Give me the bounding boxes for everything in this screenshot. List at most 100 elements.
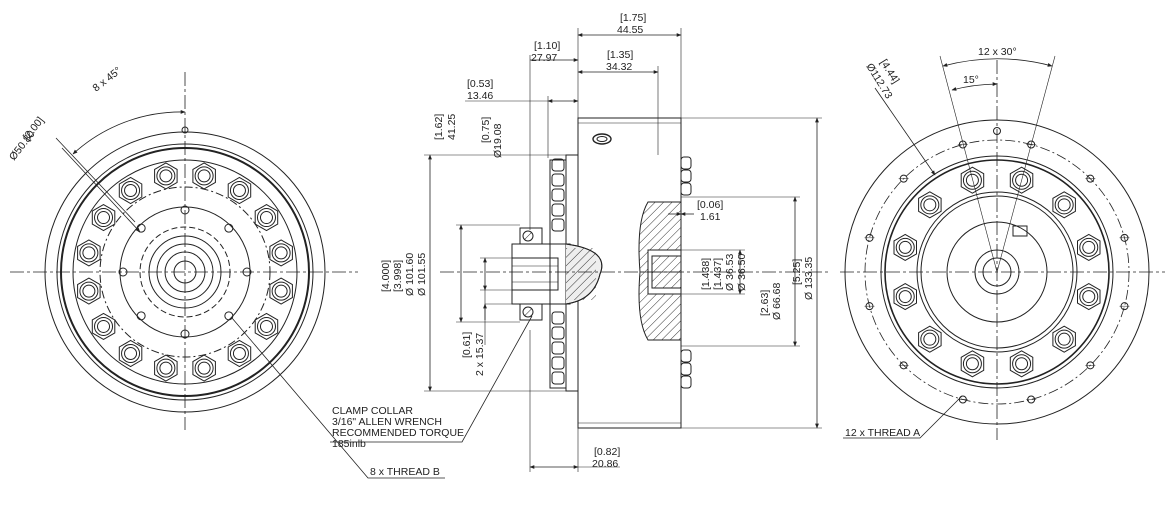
pilot-inch-min: [3.998] (392, 260, 404, 292)
bolt-head-icon (1052, 191, 1076, 219)
pilot-inch-max: [4.000] (380, 260, 392, 292)
bore-mm: Ø19.08 (492, 123, 504, 158)
bolt-circle-icon (229, 343, 249, 363)
right-thread-holes (864, 140, 1130, 404)
left-front-view (10, 72, 445, 479)
bolt-circle-icon (1054, 195, 1074, 215)
bolt-socket-icon (97, 211, 111, 225)
bolt-socket-icon (259, 211, 273, 225)
bolt-head-icon (227, 176, 252, 205)
bolt-socket-icon (1082, 290, 1096, 304)
inner-inch-min: [1.437] (712, 258, 724, 290)
bolt-head-icon (893, 283, 917, 311)
bolt-socket-icon (274, 284, 288, 298)
right-bolt-ring (893, 166, 1101, 378)
bolt-socket-icon (197, 361, 211, 375)
bolt-circle-icon (94, 208, 114, 228)
offset-angle: 15° (963, 74, 979, 86)
thread-hole-icon (136, 223, 146, 233)
clamp-note-line-2: 3/16" ALLEN WRENCH (332, 416, 442, 428)
bolt-circle-icon (962, 354, 982, 374)
bolt-socket-icon (923, 332, 937, 346)
bolt-head-icon (960, 166, 985, 194)
bolt-head-side-icon (680, 182, 692, 196)
bolt-circle-icon (194, 358, 214, 378)
bolt-socket-icon (898, 290, 912, 304)
overall-inch: [1.75] (620, 12, 646, 24)
pilot-mm-max: Ø 101.60 (404, 253, 416, 296)
bore-inch: [0.75] (480, 117, 492, 143)
bolt-head-side-icon (551, 356, 565, 370)
outer-inch: [5.25] (791, 259, 803, 285)
thread-b-note: 8 x THREAD B (370, 466, 440, 478)
bolt-circle-icon (121, 181, 141, 201)
bolt-circle-icon (256, 316, 276, 336)
bolt-head-icon (118, 176, 143, 205)
bolt-socket-icon (82, 284, 96, 298)
bolt-head-side-icon (551, 311, 565, 325)
hub-inch: [0.53] (467, 78, 493, 90)
body-inch: [1.35] (607, 49, 633, 61)
thread-hole-icon (224, 311, 234, 321)
bolt-socket-icon (274, 246, 288, 260)
bolt-head-icon (269, 239, 293, 267)
bolt-socket-icon (1057, 198, 1071, 212)
bolt-socket-icon (159, 169, 173, 183)
bolt-socket-icon (898, 240, 912, 254)
bolt-socket-icon (1015, 173, 1029, 187)
step-mm: 1.61 (700, 211, 721, 223)
bolt-head-side-icon (551, 326, 565, 340)
bolt-socket-icon (1082, 240, 1096, 254)
bolt-circle-icon (1012, 170, 1032, 190)
clamp-note-line-4: 185inlb (332, 438, 366, 450)
bolt-head-side-icon (680, 349, 692, 363)
side-bolt-heads-left (551, 158, 565, 385)
thread-a-note: 12 x THREAD A (845, 427, 920, 439)
bolt-head-side-icon (551, 188, 565, 202)
bolt-head-side-icon (551, 158, 565, 172)
bolt-head-icon (77, 239, 101, 267)
overall-mm: 44.55 (617, 24, 643, 36)
side-section-view (330, 28, 830, 472)
bolt-head-icon (960, 350, 985, 378)
bolt-head-icon (1052, 325, 1076, 353)
step-inch: [0.06] (697, 199, 723, 211)
bolt-head-icon (77, 277, 101, 305)
bolt-socket-icon (159, 361, 173, 375)
clamp-note-line-3: RECOMMENDED TORQUE (332, 427, 464, 439)
inner-mm-max: Ø 36.53 (724, 253, 736, 291)
bolt-circle-icon (1054, 329, 1074, 349)
bolt-head-side-icon (680, 169, 692, 183)
bolt-circle-icon (79, 243, 99, 263)
bolt-circle-icon (229, 181, 249, 201)
bolt-head-side-icon (551, 203, 565, 217)
bolt-socket-icon (965, 173, 979, 187)
bolt-head-icon (254, 204, 279, 232)
bolt-circle-icon (271, 243, 291, 263)
bolt-head-icon (1009, 350, 1034, 378)
bolt-circle-icon (895, 287, 915, 307)
bolt-socket-icon (1015, 357, 1029, 371)
bolt-socket-icon (1057, 332, 1071, 346)
bolt-head-icon (1077, 283, 1101, 311)
bolt-head-icon (192, 354, 216, 382)
bolt-head-icon (227, 339, 252, 368)
bolt-head-icon (269, 277, 293, 305)
thread-hole-icon (224, 223, 234, 233)
clamp-mm: 2 x 15.37 (474, 333, 486, 376)
bolt-head-side-icon (680, 156, 692, 170)
bolt-head-icon (1009, 166, 1034, 194)
bolt-head-icon (154, 162, 178, 190)
bolt-circle-icon (194, 166, 214, 186)
bolt-head-side-icon (551, 341, 565, 355)
bolt-socket-icon (82, 246, 96, 260)
left-bolt-ring (77, 162, 293, 382)
bolt-circle-icon (271, 281, 291, 301)
bolt-circle-icon (121, 343, 141, 363)
left-angle-label: 8 x 45° (90, 65, 123, 95)
bolt-socket-icon (923, 198, 937, 212)
bolt-socket-icon (124, 346, 138, 360)
bolt-circle-icon (94, 316, 114, 336)
bolt-head-icon (154, 354, 178, 382)
